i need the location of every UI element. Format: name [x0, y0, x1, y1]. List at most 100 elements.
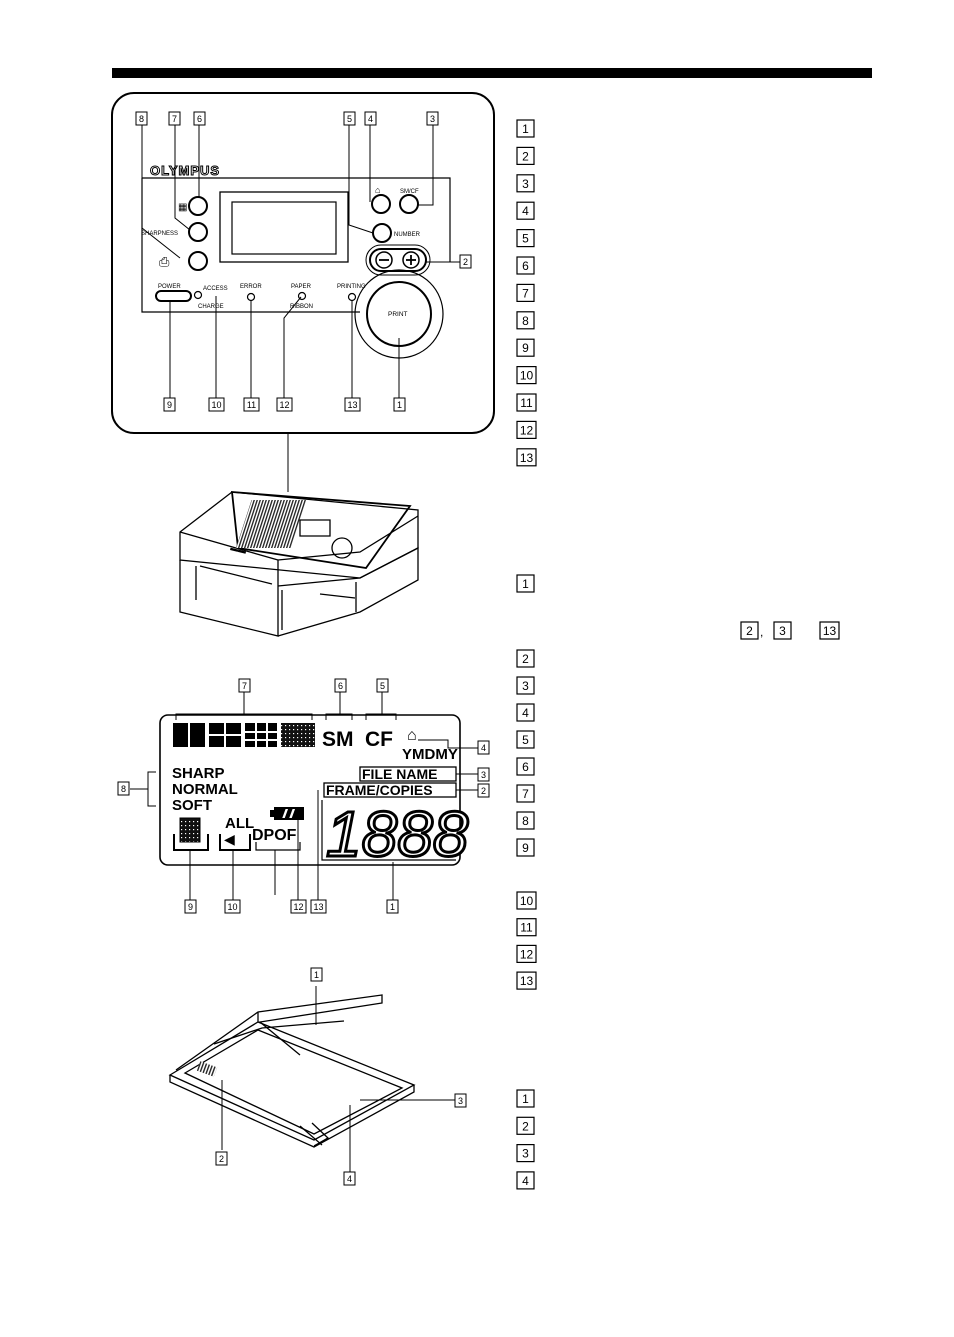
callout-box [193, 111, 206, 126]
list-number: 3 [522, 679, 529, 693]
smcf-button[interactable] [399, 194, 419, 214]
list-number: 1 [522, 122, 529, 136]
number-label: NUMBER [394, 232, 421, 238]
print-mode-button[interactable] [188, 251, 208, 271]
callout-box [344, 397, 361, 412]
list-number: 5 [522, 232, 529, 246]
lcd-figure: SM CF ⌂ YMDMY FILE NAME FRAME/COPIES SHA… [117, 678, 490, 914]
callout-box [310, 967, 323, 982]
callout-number: 4 [368, 114, 373, 124]
access-led [193, 290, 203, 300]
list-number: 6 [522, 760, 529, 774]
list-number-box [516, 393, 537, 412]
callout-box [168, 111, 181, 126]
list-number: 8 [522, 314, 529, 328]
print-mode-icon: ⎙ [159, 254, 170, 269]
list-number-box [516, 1171, 535, 1190]
callout-box [477, 783, 490, 798]
list-number: 4 [522, 1174, 529, 1188]
list-number: 9 [522, 841, 529, 855]
battery-icon [274, 807, 304, 820]
list-number-box [516, 649, 535, 668]
list-number-box [516, 420, 537, 439]
callout-box [454, 1093, 467, 1108]
power-label: POWER [158, 284, 181, 290]
callout-number: 6 [338, 681, 343, 691]
list-number-box [516, 676, 535, 695]
list-number: 2 [746, 624, 753, 638]
brand-logo: OLYMPUS [150, 163, 220, 178]
access-label: ACCESS [203, 286, 228, 292]
lcd-all: ALL [225, 815, 254, 832]
list-number: 4 [522, 706, 529, 720]
print-label: PRINT [388, 311, 408, 318]
list-number: 12 [520, 947, 534, 961]
list-number-box [516, 229, 535, 248]
minus-plus-button[interactable] [369, 248, 427, 272]
list-number: 2 [522, 652, 529, 666]
callout-box [343, 1171, 356, 1186]
callout-box [343, 111, 356, 126]
lcd-cf: CF [365, 728, 393, 751]
callout-box [238, 678, 251, 693]
lcd-date: YMDMY [402, 746, 458, 763]
printer-illustration: ▬▬ [179, 491, 419, 637]
callout-number: 3 [430, 114, 435, 124]
list-number: 13 [823, 624, 837, 638]
callout-number: 13 [313, 902, 323, 912]
callout-number: 12 [293, 902, 303, 912]
list-number: 12 [520, 423, 534, 437]
list-number-box [516, 574, 535, 593]
control-panel-figure: OLYMPUS ▦ SHARPNESS ⎙ ⌂ SM/CF NUMBER PRI… [111, 92, 495, 492]
error-label: ERROR [240, 284, 262, 290]
list-number-box [516, 283, 535, 302]
sharpness-label: SHARPNESS [141, 231, 178, 237]
list-number-box [516, 811, 535, 830]
list-number-box [516, 119, 535, 138]
list-number-box [516, 703, 535, 722]
callout-box [117, 781, 130, 796]
list-number-box [516, 757, 535, 776]
panel-outline [111, 92, 495, 434]
list-number-box [516, 918, 537, 937]
lcd-frame-copies: FRAME/COPIES [326, 782, 433, 798]
callout-number: 7 [172, 114, 177, 124]
callout-box [135, 111, 148, 126]
list-number: 1 [522, 1092, 529, 1106]
date-button[interactable] [371, 194, 391, 214]
callout-box [215, 1151, 228, 1166]
list-number-box [773, 621, 792, 640]
callout-number: 6 [197, 114, 202, 124]
charge-label: CHARGE [198, 304, 224, 310]
panel-lcd-window [219, 191, 349, 263]
list-number-box [516, 366, 537, 385]
list-number-box [516, 338, 535, 357]
list-number-box [516, 891, 537, 910]
callout-number: 7 [242, 681, 247, 691]
callout-number: 2 [463, 257, 468, 267]
index-button[interactable] [188, 196, 208, 216]
list-number: 10 [520, 894, 534, 908]
list-number: 10 [520, 369, 534, 383]
all-arrow-icon: ◀ [224, 831, 235, 847]
list-separator: , [760, 625, 763, 639]
list-number-box [516, 174, 535, 193]
power-button[interactable] [155, 290, 192, 302]
callout-number: 1 [314, 970, 319, 980]
callout-box [426, 111, 439, 126]
ribbon-label: RIBBON [290, 304, 313, 310]
paper-ribbon-led [297, 291, 307, 301]
callout-box [376, 678, 389, 693]
callout-number: 8 [139, 114, 144, 124]
sharpness-button[interactable] [188, 222, 208, 242]
lcd-normal: NORMAL [172, 781, 238, 798]
number-button[interactable] [372, 223, 392, 243]
minus-icon [375, 251, 393, 269]
callout-number: 9 [167, 400, 172, 410]
callout-number: 10 [211, 400, 221, 410]
list-number-box [516, 730, 535, 749]
top-rule [112, 68, 872, 78]
list-number: 3 [522, 1147, 529, 1161]
list-number: 13 [520, 974, 534, 988]
